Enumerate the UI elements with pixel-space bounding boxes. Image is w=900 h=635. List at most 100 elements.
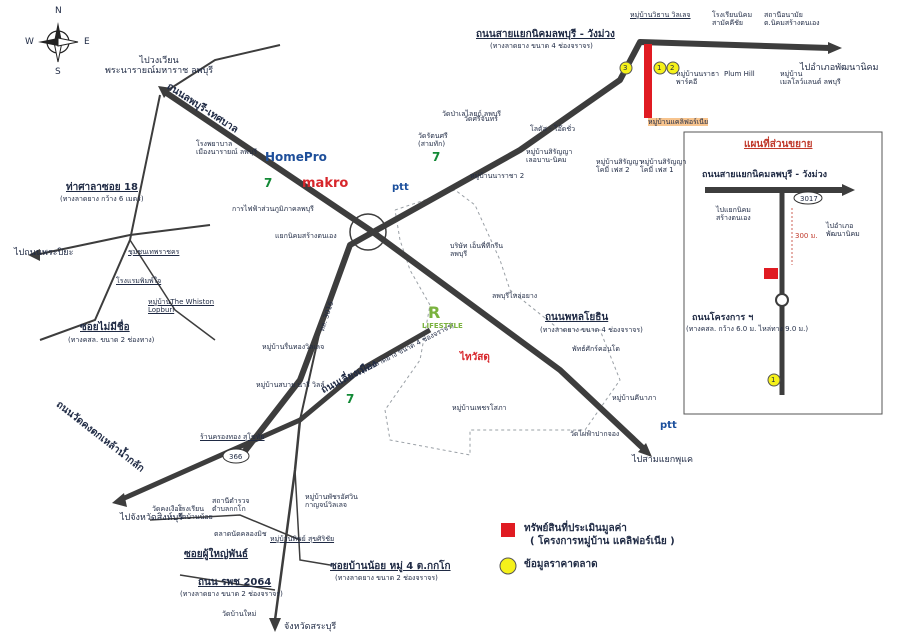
arrow-east — [828, 42, 842, 54]
place-petchsaraphi: หมู่บ้านเพชรโสภา — [452, 404, 507, 412]
arrow-sw — [112, 493, 127, 507]
place-health: สถานีอนามัย ต.นิคมสร้างตนเอง — [764, 11, 820, 27]
road-label-yaiphan: ซอยผู้ใหญ่พันธ์ — [184, 549, 249, 560]
place-condo: พัทธ์ศักร์คอนโด — [572, 345, 620, 353]
place-wat-srichan: วัดศรีจันทร์ — [464, 115, 498, 123]
inset-to-phatthana: ไปอำเภอ พัฒนานิคม — [826, 222, 860, 238]
road-sublabel-main-top: (ทางลาดยาง ขนาด 4 ช่องจราจร) — [490, 42, 593, 50]
legend-market-label: ข้อมูลราคาตลาด — [524, 559, 598, 570]
road-sublabel-soi18: (ทางลาดยาง กว้าง 6 เมตร) — [60, 195, 144, 203]
place-wat-rattana: วัดรัตนศรี (สามทัก) — [418, 132, 448, 148]
place-pk: หมู่บ้านนราธา พาร์คอี — [676, 70, 720, 86]
dest-phukae: ไปสามแยกพุแค — [632, 455, 693, 465]
compass-s: S — [55, 67, 61, 77]
place-bantha: ชุมชนเทพราชคร — [128, 248, 180, 256]
compass-n: N — [55, 6, 62, 16]
marker-2: 2 — [670, 64, 675, 72]
road-label-phahonyothin: ถนนพหลโยธิน — [545, 312, 609, 323]
place-sirinya-gardens: หมู่บ้านสิรัญญา เลอบาน-นิคม — [526, 148, 573, 164]
arrow-nw — [158, 86, 172, 98]
market-marker-3 — [619, 61, 633, 75]
inset-project-road-label: ถนนโครงการ ฯ — [692, 313, 754, 323]
place-wat-pa: วัดป่าเลไลยก์ ลพบุรี — [442, 110, 502, 118]
road-label-soi18: ท่าศาลาซอย 18 — [66, 182, 138, 193]
lifestyle-logo: LIFESTYLE — [422, 322, 463, 330]
dest-phra-piya: ไปถนนพระปิยะ — [14, 248, 74, 258]
dest-lopburi-circle: ไปวงเวียน พระนารายณ์มหาราช ลพบุรี — [105, 56, 214, 76]
dest-saraburi: จังหวัดสระบุรี — [284, 622, 337, 632]
robinson-lifestyle-logo: R — [428, 303, 441, 322]
place-whiston: หมู่บ้านThe Whiston Lopburi — [148, 298, 215, 314]
arrow-west — [28, 249, 40, 261]
road-phahonyothin — [163, 89, 648, 453]
inset-distance: 300 ม. — [795, 232, 818, 240]
road-3016 — [299, 244, 351, 421]
place-village-top: หมู่บ้านวิธาน วิลเลจ — [630, 11, 691, 19]
place-sirinya-2: หมู่บ้านสิรัญญา โคมี่ เฟส 2 — [596, 158, 643, 174]
inset-to-nikom: ไปแยกนิคม สร้างตนเอง — [716, 206, 751, 222]
place-market: ตลาดนัดคลองมิช — [214, 530, 267, 538]
place-school: โรงเรียนนิคม สามัคคีชัย — [712, 11, 753, 27]
overpass-circle — [349, 213, 387, 251]
market-marker-2b — [666, 61, 680, 75]
road-sublabel-bannoi: (ทางลาดยาง ขนาด 2 ช่องจราจร) — [335, 574, 438, 582]
place-wat-phaithong: วัดไผ่ฟ้าปากจอง — [570, 430, 620, 438]
legend-subject-sub: ( โครงการหมู่บ้าน แคลิฟอร์เนีย ) — [530, 536, 675, 547]
seven-eleven-logo-2: 7 — [432, 150, 441, 164]
subject-marker — [644, 44, 652, 118]
road-soi18-branch — [34, 224, 211, 256]
road-label-main-top: ถนนสายแยกนิคมลพบุรี - วังม่วง — [476, 29, 615, 40]
place-wat-banmai: วัดบ้านใหม่ — [222, 610, 257, 618]
ptt-logo-2: ptt — [660, 420, 677, 431]
marker-3: 3 — [623, 64, 628, 72]
place-mellow: หมู่บ้าน เมลโลว์แลนด์ ลพบุรี — [780, 70, 841, 86]
place-sirinya-1: หมู่บ้านสิรัญญา โคมี่ เฟส 1 — [640, 158, 687, 174]
thaiwatsadu-logo: ไทวัสดุ — [460, 352, 490, 363]
makro-logo: makro — [302, 176, 349, 191]
place-subject-top: หมู่บ้านแคลิฟอร์เนีย — [648, 118, 709, 126]
place-rungruang: หมู่บ้านรื่นทองวิลเลจ — [262, 343, 325, 351]
place-sudchai: หมู่บ้านทิพย์ สุขศิริชัย — [270, 535, 335, 543]
road-soi18 — [39, 94, 161, 341]
road-label-2064: ถนน รพช 2064 — [198, 577, 272, 588]
place-pathum: ลพบุรีไหล่อยาง — [492, 292, 538, 300]
place-khamthong: หมู่บ้านคีนาภา — [612, 394, 657, 402]
place-school2: โรงเรียน วัดบ้านน้อย — [178, 505, 213, 521]
inset-project-road-sub: (ทางคสล. กว้าง 6.0 ม. ไหล่ทาง 9.0 ม.) — [686, 325, 809, 333]
road-bypass — [118, 327, 432, 503]
shield-366 — [222, 448, 250, 464]
legend-market-swatch — [499, 557, 517, 575]
arrow-se — [638, 443, 652, 457]
inset-subject — [764, 268, 778, 279]
market-marker-2a — [653, 61, 667, 75]
marker-1: 1 — [657, 64, 662, 72]
compass-icon — [38, 22, 79, 63]
place-hospital: โรงพยาบาล เมืองนารายณ์ ลพบุรี — [196, 140, 257, 156]
place-hotel: โรงแรมพิมพ์ใจ — [116, 277, 162, 285]
seven-eleven-logo-1: 7 — [264, 176, 273, 190]
compass-w: W — [25, 37, 34, 47]
inset-shield-label: 3017 — [800, 195, 818, 203]
dest-phatthana-nikhom: ไปอำเภอพัฒนานิคม — [800, 63, 879, 73]
road-sublabel-phahonyothin: (ทางลาดยาง ขนาด 4 ช่องจราจร) — [540, 326, 643, 334]
place-darin: หมู่บ้านพัชรอัศวิน กาญจน์วิลเลจ — [305, 493, 358, 509]
place-plum: Plum Hill — [724, 70, 755, 78]
road-2064 — [179, 574, 276, 591]
road-lopburi-top — [164, 44, 281, 93]
place-wat-kong: วัดคงเงือก — [152, 505, 183, 513]
legend-subject-swatch — [501, 523, 515, 537]
road-whiston — [129, 239, 216, 341]
road-label-soi-noname: ซอยไม่มีชื่อ — [80, 322, 130, 333]
legend-subject-label: ทรัพย์สินที่ประเมินมูลค่า — [524, 523, 627, 534]
place-company: บริษัท เอ็นพี่ทีกรีน ลพบุรี — [450, 242, 504, 258]
place-police: สถานีตำรวจ ตำบลกกโก — [212, 497, 250, 513]
place-sabai: หมู่บ้านสบาย นารี วิลล์ — [256, 381, 325, 389]
place-electricity: การไฟฟ้าส่วนภูมิภาคลพบุรี — [232, 205, 314, 213]
road-wangmuang — [235, 39, 831, 462]
compass-e: E — [84, 37, 90, 47]
homepro-logo: HomePro — [265, 150, 327, 164]
inset-marker-label: 1 — [771, 376, 776, 384]
dest-singburi: ไปจังหวัดสิงห์บุรี — [120, 513, 184, 523]
road-sublabel-2064: (ทางลาดยาง ขนาด 2 ช่องจราจร) — [180, 590, 283, 598]
